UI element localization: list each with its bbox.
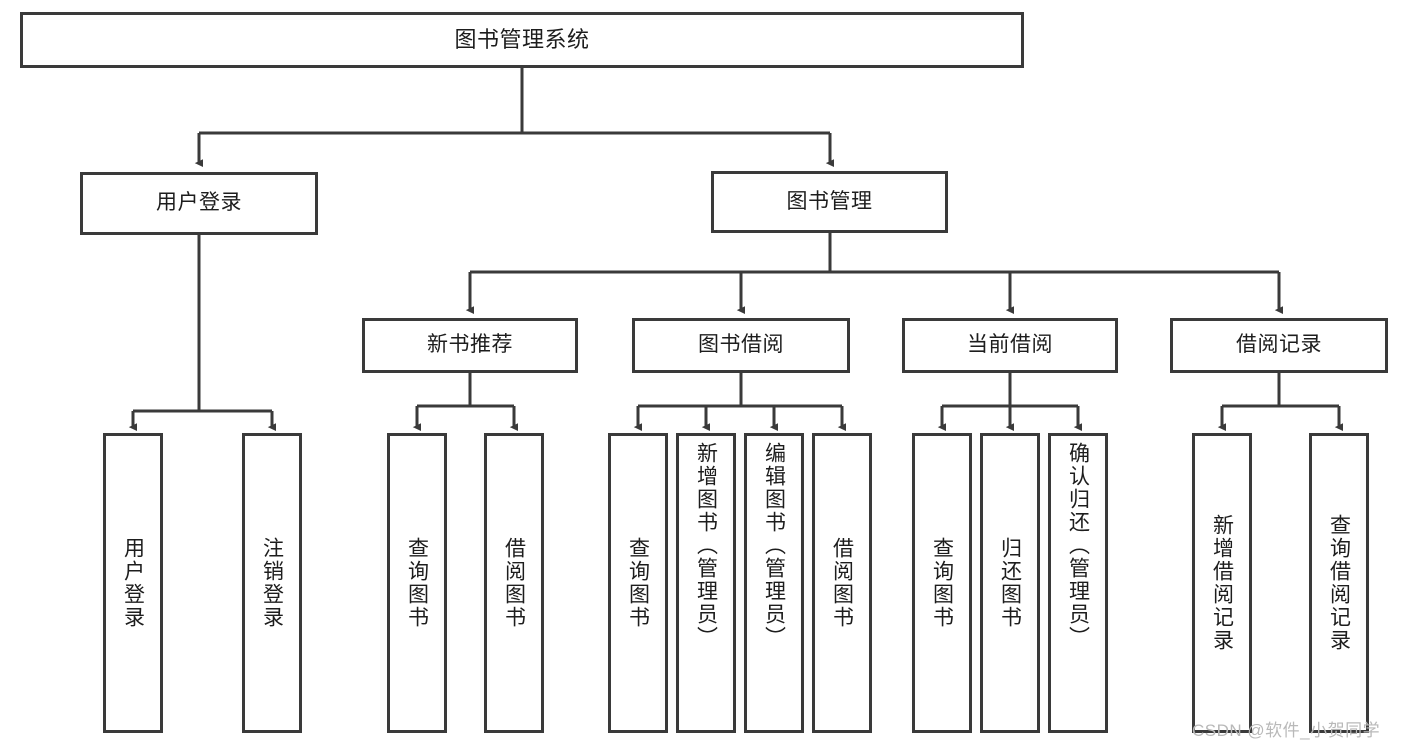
leaf-add-record[interactable]: 新增借阅记录 — [1192, 433, 1252, 733]
leaf-borrow-book-2[interactable]: 借阅图书 — [812, 433, 872, 733]
leaf-query-book-1[interactable]: 查询图书 — [387, 433, 447, 733]
node-label: 借阅图书 — [502, 537, 526, 629]
csdn-watermark: CSDN @软件_小贺同学 — [1192, 721, 1381, 740]
node-label: 查询借阅记录 — [1327, 514, 1351, 652]
node-book-borrow[interactable]: 图书借阅 — [632, 318, 850, 373]
leaf-query-record[interactable]: 查询借阅记录 — [1309, 433, 1369, 733]
leaf-user-logout[interactable]: 注销登录 — [242, 433, 302, 733]
node-label: 查询图书 — [626, 537, 650, 629]
node-new-book-recommend[interactable]: 新书推荐 — [362, 318, 578, 373]
node-label: 图书借阅 — [698, 333, 784, 357]
leaf-query-book-2[interactable]: 查询图书 — [608, 433, 668, 733]
node-label: 查询图书 — [930, 537, 954, 629]
leaf-user-login[interactable]: 用户登录 — [103, 433, 163, 733]
leaf-add-book[interactable]: 新增图书（管理员） — [676, 433, 736, 733]
node-borrow-record[interactable]: 借阅记录 — [1170, 318, 1388, 373]
node-label: 当前借阅 — [967, 333, 1053, 357]
node-label: 新增借阅记录 — [1210, 514, 1234, 652]
node-label: 确认归还（管理员） — [1066, 442, 1090, 649]
node-label: 用户登录 — [156, 191, 242, 215]
node-user-login[interactable]: 用户登录 — [80, 172, 318, 235]
node-root-system[interactable]: 图书管理系统 — [20, 12, 1024, 68]
leaf-confirm-return[interactable]: 确认归还（管理员） — [1048, 433, 1108, 733]
node-label: 图书管理系统 — [454, 26, 590, 52]
node-label: 借阅记录 — [1236, 333, 1322, 357]
node-label: 图书管理 — [786, 189, 873, 213]
node-label: 注销登录 — [260, 537, 284, 629]
node-current-borrow[interactable]: 当前借阅 — [902, 318, 1118, 373]
node-book-management[interactable]: 图书管理 — [711, 171, 948, 233]
leaf-return-book[interactable]: 归还图书 — [980, 433, 1040, 733]
leaf-borrow-book-1[interactable]: 借阅图书 — [484, 433, 544, 733]
node-label: 借阅图书 — [830, 537, 854, 629]
leaf-edit-book[interactable]: 编辑图书（管理员） — [744, 433, 804, 733]
node-label: 新增图书（管理员） — [694, 442, 718, 649]
node-label: 新书推荐 — [427, 333, 513, 357]
node-label: 用户登录 — [121, 537, 145, 629]
node-label: 查询图书 — [405, 537, 429, 629]
node-label: 编辑图书（管理员） — [762, 442, 786, 649]
leaf-query-book-3[interactable]: 查询图书 — [912, 433, 972, 733]
node-label: 归还图书 — [998, 537, 1022, 629]
